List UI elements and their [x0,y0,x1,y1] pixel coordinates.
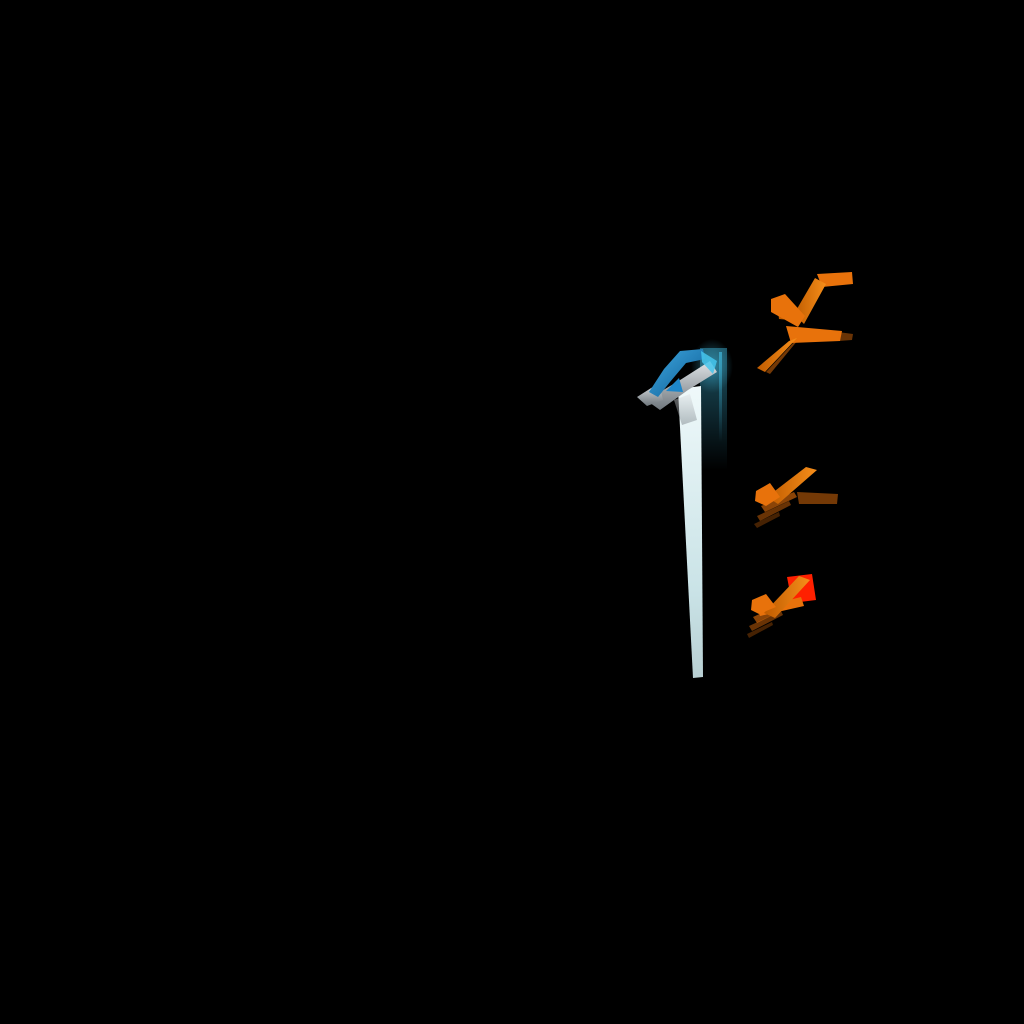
beam-shaft [678,386,703,678]
check-middle-streak-3 [754,512,780,528]
check-top-short-arm [771,294,805,327]
check-middle-long-arm [767,467,817,504]
orange-checkmark-middle-icon [754,467,838,528]
orange-checkmark-bottom-icon [747,574,816,638]
check-bottom-long-arm [764,576,810,618]
check-middle-blur-band [797,492,838,504]
check-bottom-short-arm [751,594,776,614]
check-middle-streak-2 [757,501,791,521]
logo-blue-notch [666,378,683,392]
beam-glow-edge [719,352,722,442]
check-top-underline [786,326,842,343]
logo-cyan-highlight [701,351,717,374]
logo-blue-band [649,349,705,397]
check-top-underline-fade [838,332,853,341]
check-top-long-arm [794,278,826,324]
check-top-trail-thin [766,340,798,374]
logo-silver-band [646,361,717,410]
orange-checkmark-top-icon [757,272,853,374]
logo-silver-tail [674,394,697,425]
check-top-trail [757,338,797,372]
check-bottom-streak-3 [747,622,773,638]
checkbox-logo-3d-icon [637,339,733,425]
check-top-bar [817,272,853,287]
check-middle-short-arm [755,483,780,506]
